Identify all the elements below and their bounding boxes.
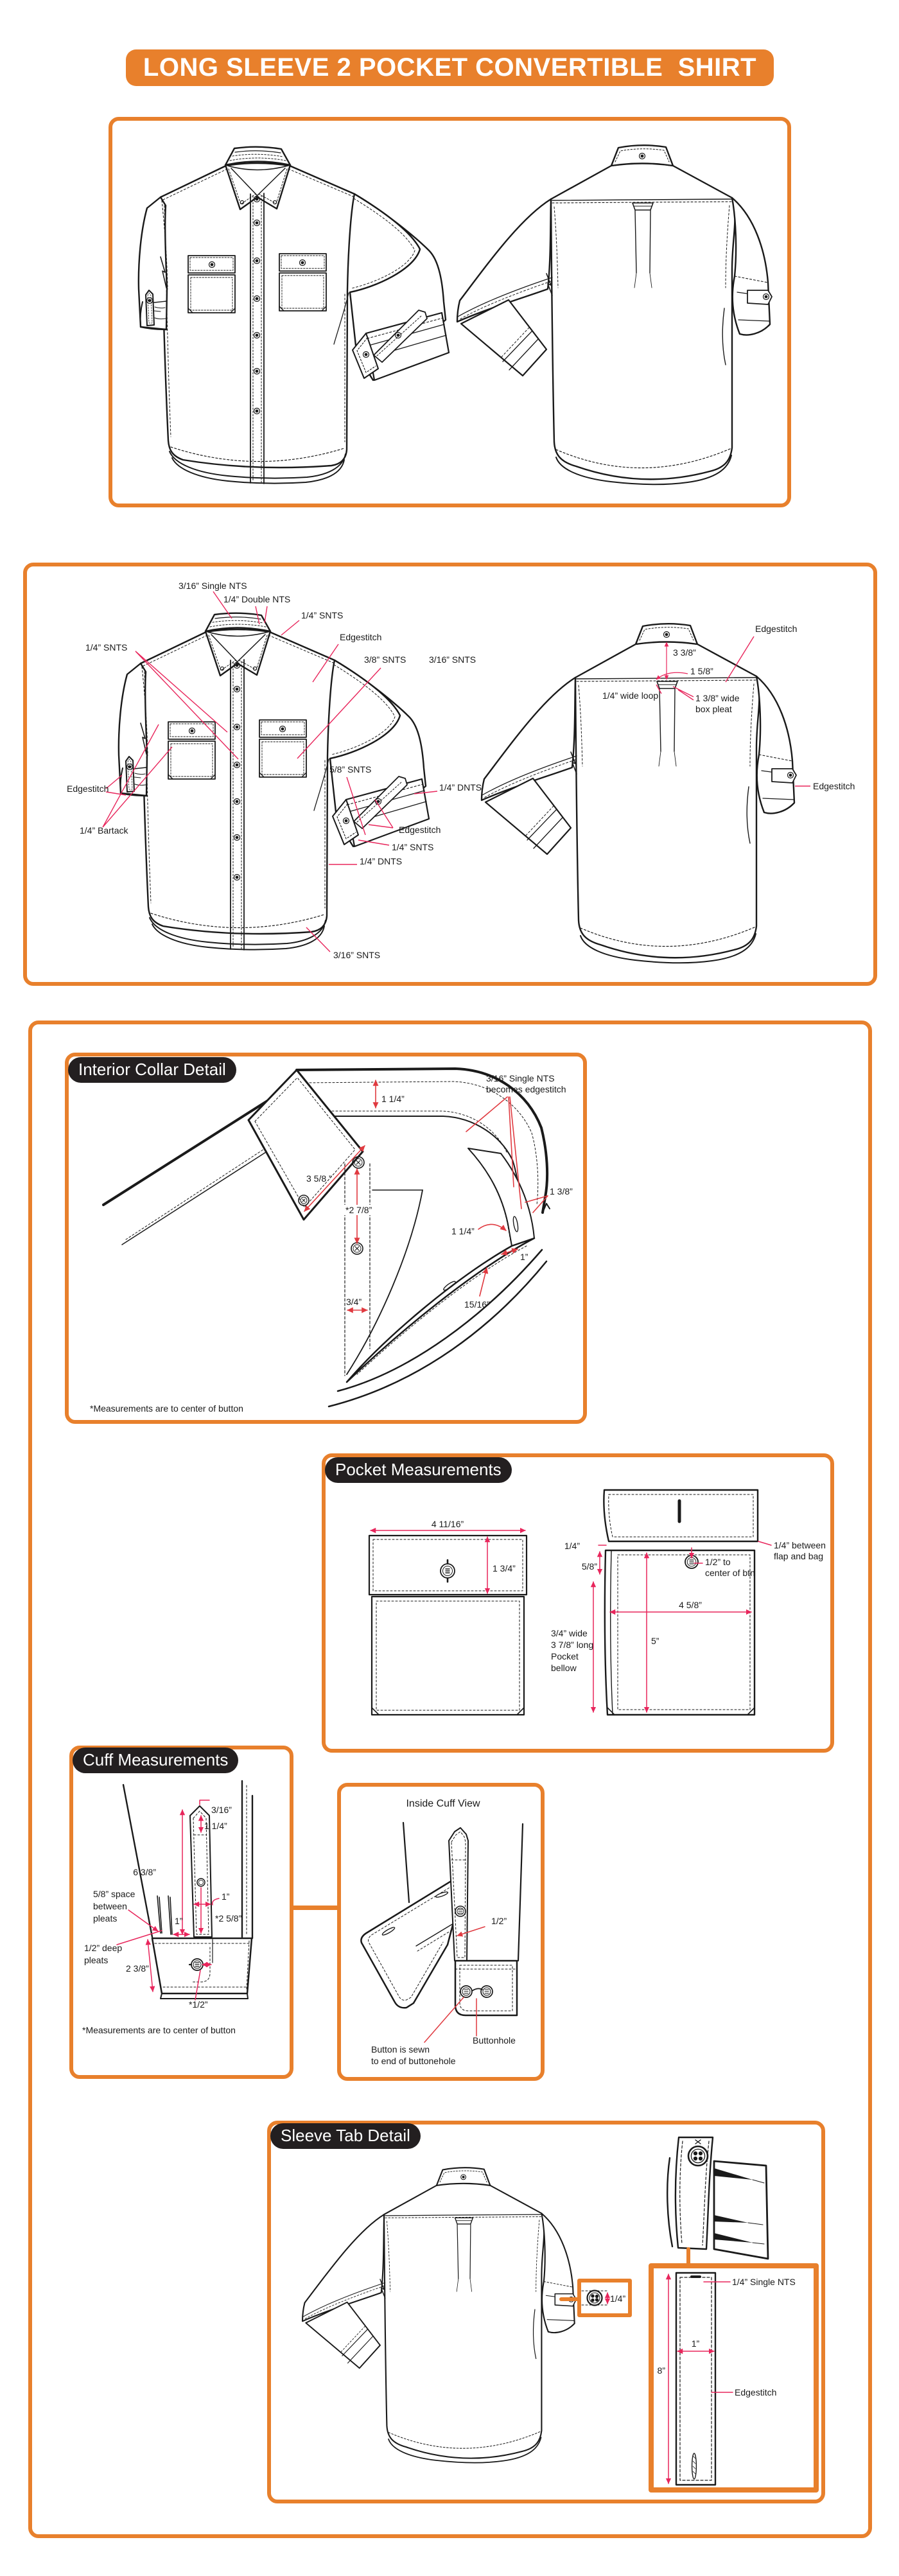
- svg-text:5”: 5”: [651, 1636, 659, 1646]
- svg-text:1 1/4”: 1 1/4”: [381, 1094, 405, 1104]
- svg-text:Edgestitch: Edgestitch: [755, 624, 797, 634]
- svg-text:Pocket: Pocket: [551, 1651, 579, 1661]
- svg-text:1”: 1”: [520, 1252, 528, 1262]
- svg-text:center of btn: center of btn: [705, 1568, 755, 1578]
- svg-text:pleats: pleats: [93, 1913, 117, 1923]
- svg-text:1/4” wide loop: 1/4” wide loop: [602, 690, 658, 701]
- svg-text:3 5/8 ”: 3 5/8 ”: [306, 1173, 332, 1184]
- svg-text:between: between: [93, 1901, 127, 1911]
- svg-text:5/8” space: 5/8” space: [93, 1889, 135, 1899]
- svg-text:2 3/8”: 2 3/8”: [126, 1963, 149, 1974]
- svg-text:Edgestitch: Edgestitch: [813, 781, 855, 791]
- svg-text:4 11/16”: 4 11/16”: [432, 1519, 464, 1529]
- svg-text:3/16” Single NTS: 3/16” Single NTS: [179, 581, 247, 591]
- svg-text:1/4” SNTS: 1/4” SNTS: [392, 842, 433, 852]
- svg-text:Inside Cuff View: Inside Cuff View: [406, 1798, 480, 1809]
- svg-text:1”: 1”: [222, 1891, 230, 1902]
- svg-text:flap and bag: flap and bag: [774, 1551, 823, 1561]
- svg-text:*Measurements are to center of: *Measurements are to center of button: [82, 2025, 236, 2035]
- svg-text:1 3/4”: 1 3/4”: [493, 1563, 516, 1573]
- svg-text:4 5/8”: 4 5/8”: [679, 1600, 702, 1610]
- svg-text:1 1/4”: 1 1/4”: [204, 1821, 227, 1831]
- svg-text:1/4” between: 1/4” between: [774, 1540, 826, 1550]
- svg-text:*Measurements are to center of: *Measurements are to center of button: [90, 1403, 243, 1414]
- svg-text:3/16”: 3/16”: [211, 1805, 232, 1815]
- svg-text:box pleat: box pleat: [695, 704, 732, 714]
- svg-text:Edgestitch: Edgestitch: [399, 825, 441, 835]
- svg-text:8”: 8”: [658, 2365, 666, 2376]
- svg-text:3/16” SNTS: 3/16” SNTS: [429, 654, 476, 665]
- svg-text:*1/2”: *1/2”: [189, 1999, 208, 2010]
- svg-text:3/8” SNTS: 3/8” SNTS: [364, 654, 406, 665]
- svg-text:1/2” deep: 1/2” deep: [84, 1943, 122, 1953]
- svg-text:1/4”: 1/4”: [564, 1541, 580, 1551]
- svg-text:1/4” SNTS: 1/4” SNTS: [85, 642, 127, 653]
- svg-text:1/4” DNTS: 1/4” DNTS: [439, 782, 482, 793]
- svg-text:Buttonhole: Buttonhole: [473, 2035, 516, 2046]
- svg-text:pleats: pleats: [84, 1955, 108, 1965]
- svg-text:1 5/8”: 1 5/8”: [690, 666, 713, 676]
- svg-text:5/8” SNTS: 5/8” SNTS: [329, 764, 371, 775]
- svg-text:1/4” DNTS: 1/4” DNTS: [360, 856, 402, 866]
- svg-text:1”: 1”: [175, 1916, 183, 1926]
- svg-text:bellow: bellow: [551, 1663, 577, 1673]
- svg-text:1/4” Bartack: 1/4” Bartack: [80, 825, 128, 836]
- svg-text:1/2” to: 1/2” to: [705, 1557, 731, 1567]
- svg-text:3/4”: 3/4”: [346, 1297, 362, 1307]
- svg-text:15/16”: 15/16”: [464, 1299, 490, 1310]
- svg-text:6 3/8”: 6 3/8”: [133, 1867, 156, 1877]
- svg-text:3 7/8” long: 3 7/8” long: [551, 1640, 593, 1650]
- svg-text:1/4”: 1/4”: [610, 2293, 625, 2304]
- svg-text:Edgestitch: Edgestitch: [67, 784, 109, 794]
- svg-text:to end of buttonehole: to end of buttonehole: [371, 2056, 456, 2066]
- svg-text:1/4” SNTS: 1/4” SNTS: [301, 610, 343, 620]
- svg-text:5/8”: 5/8”: [582, 1561, 597, 1572]
- svg-text:3 3/8”: 3 3/8”: [673, 647, 696, 658]
- svg-text:becomes edgestitch: becomes edgestitch: [486, 1084, 566, 1094]
- svg-text:Button is sewn: Button is sewn: [371, 2044, 430, 2055]
- svg-text:3/16” Single NTS: 3/16” Single NTS: [486, 1073, 555, 1083]
- svg-text:1/4” Single NTS: 1/4” Single NTS: [732, 2277, 796, 2287]
- svg-text:1 3/8”: 1 3/8”: [550, 1186, 573, 1196]
- svg-text:1”: 1”: [692, 2338, 700, 2349]
- svg-text:3/16” SNTS: 3/16” SNTS: [333, 950, 380, 960]
- svg-text:Edgestitch: Edgestitch: [735, 2387, 776, 2397]
- svg-text:1 3/8” wide: 1 3/8” wide: [695, 693, 740, 703]
- svg-text:1/2”: 1/2”: [491, 1916, 507, 1926]
- svg-text:*2 7/8”: *2 7/8”: [345, 1205, 372, 1215]
- svg-text:*2 5/8”: *2 5/8”: [215, 1913, 242, 1923]
- svg-text:3/4” wide: 3/4” wide: [551, 1628, 588, 1638]
- svg-text:Edgestitch: Edgestitch: [340, 632, 381, 642]
- svg-text:1/4” Double NTS: 1/4” Double NTS: [223, 594, 290, 604]
- svg-text:1 1/4”: 1 1/4”: [451, 1226, 475, 1236]
